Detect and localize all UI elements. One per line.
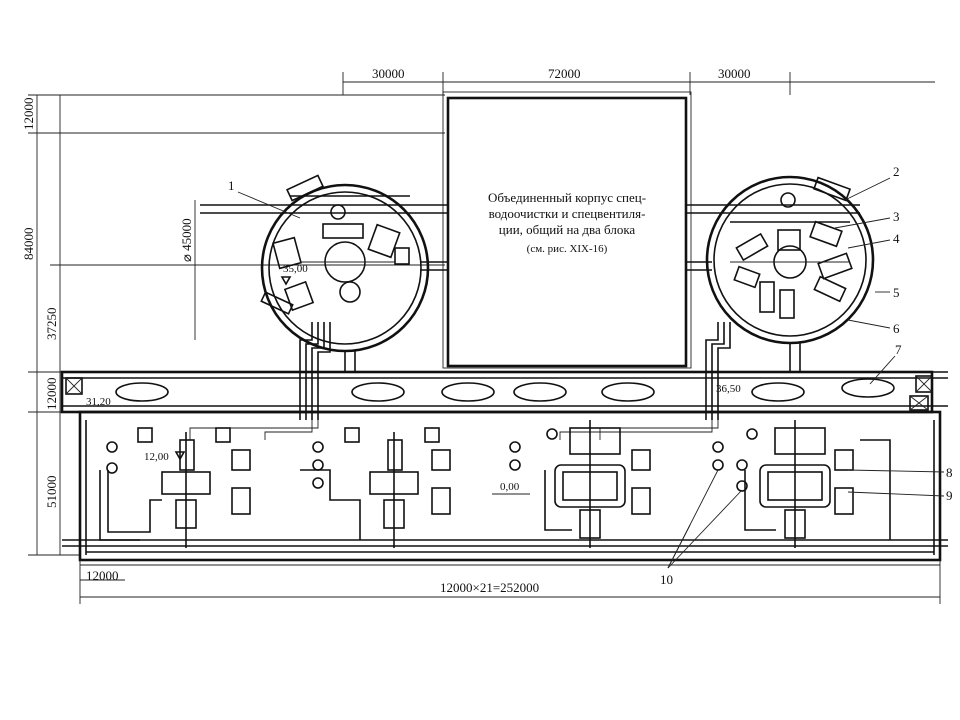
callout-8: 8 bbox=[946, 465, 953, 480]
dimension-left-hall: 51000 bbox=[44, 476, 59, 509]
dimension-reactor-diameter: ⌀ 45000 bbox=[179, 218, 194, 262]
deaerator-gallery: 31,20 36,50 bbox=[60, 370, 948, 414]
bottom-dimension-chain: 12000 12000×21=252000 bbox=[79, 560, 941, 604]
top-dimension-chain: 30000 72000 30000 bbox=[342, 66, 935, 95]
dimension-top-left: 30000 bbox=[372, 66, 405, 81]
pipeline-runs bbox=[189, 322, 801, 440]
reactor-building-left: 35,00 bbox=[260, 174, 430, 353]
callout-9: 9 bbox=[946, 488, 953, 503]
valve-markers bbox=[106, 428, 758, 492]
callout-10: 10 bbox=[660, 572, 673, 587]
callout-2: 2 bbox=[893, 164, 900, 179]
dimension-left-bypass: 12000 bbox=[44, 378, 59, 411]
dimension-left-reactor: 37250 bbox=[44, 308, 59, 341]
callout-7: 7 bbox=[895, 342, 902, 357]
building-note-line-2: водоочистки и спецвентиля- bbox=[489, 206, 646, 221]
turbine-unit-2 bbox=[300, 427, 451, 548]
left-dimension-chain: 12000 84000 37250 12000 51000 ⌀ 45000 bbox=[21, 94, 445, 556]
elevation-gallery: 31,20 bbox=[86, 396, 111, 408]
reactor-building-right bbox=[705, 175, 875, 345]
elevation-reactor-left: 35,00 bbox=[283, 263, 308, 275]
turbine-unit-1 bbox=[99, 427, 251, 548]
callouts: 1 2 3 4 5 6 7 8 9 10 bbox=[228, 164, 953, 587]
building-note-line-3: ции, общий на два блока bbox=[499, 222, 636, 237]
callout-1: 1 bbox=[228, 178, 235, 193]
callout-5: 5 bbox=[893, 285, 900, 300]
turbine-unit-4 bbox=[744, 420, 891, 548]
central-building: Объединенный корпус спец- водоочистки и … bbox=[442, 91, 692, 369]
dimension-bottom-left: 12000 bbox=[86, 568, 119, 583]
callout-6: 6 bbox=[893, 321, 900, 336]
dimension-left-top: 12000 bbox=[21, 98, 36, 131]
turbine-unit-3 bbox=[544, 420, 651, 548]
callout-4: 4 bbox=[893, 231, 900, 246]
dimension-left-total: 84000 bbox=[21, 228, 36, 261]
elevation-reactor-right: 36,50 bbox=[716, 383, 741, 395]
elevation-ground: 0,00 bbox=[500, 481, 520, 493]
dimension-bottom-total: 12000×21=252000 bbox=[440, 580, 539, 595]
callout-3: 3 bbox=[893, 209, 900, 224]
dimension-top-right: 30000 bbox=[718, 66, 751, 81]
turbine-hall: 12,00 0,00 bbox=[62, 410, 948, 566]
dimension-top-middle: 72000 bbox=[548, 66, 581, 81]
elevation-turbine-floor: 12,00 bbox=[144, 451, 169, 463]
building-note-line-1: Объединенный корпус спец- bbox=[488, 190, 646, 205]
building-note-line-4: (см. рис. XIX-16) bbox=[527, 243, 608, 255]
